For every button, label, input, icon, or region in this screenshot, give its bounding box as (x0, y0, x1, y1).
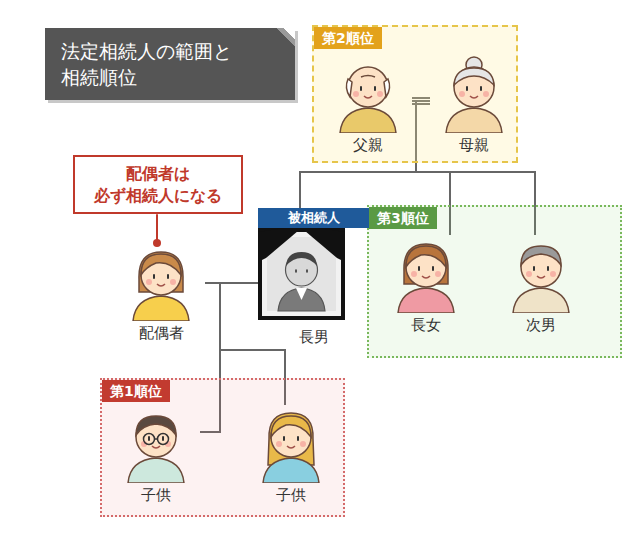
person-figure (256, 405, 326, 483)
person-node: 母親 (430, 55, 518, 155)
person-label: 父親 (324, 135, 412, 155)
order-tab: 第3順位 (369, 207, 437, 229)
order-tab: 第1順位 (102, 380, 170, 402)
person-label: 長女 (382, 315, 470, 335)
title-banner: 法定相続人の範囲と 相続順位 (45, 28, 295, 100)
person-label: 配偶者 (117, 323, 205, 343)
person-node: 子供 (112, 405, 200, 505)
person-figure (391, 235, 461, 313)
person-figure (439, 55, 509, 133)
person-node: 次男 (497, 235, 585, 335)
order-group: 第3順位長女 次男 (367, 205, 622, 358)
person-label: 次男 (497, 315, 585, 335)
deceased-tab: 被相続人 (258, 208, 369, 228)
person-figure (121, 405, 191, 483)
person-node: 配偶者 (117, 243, 205, 343)
callout-box: 配偶者は 必ず相続人になる (73, 155, 243, 214)
person-node: 子供 (247, 405, 335, 505)
person-label: 子供 (112, 485, 200, 505)
order-tab: 第2順位 (314, 27, 382, 49)
person-label: 長男 (258, 327, 369, 347)
order-group: 第1順位子供 子供 (100, 378, 345, 517)
person-figure (506, 235, 576, 313)
order-group: 第2順位父親母親 (312, 25, 518, 163)
deceased-node: 被相続人長男 (258, 208, 369, 347)
family-line (153, 214, 161, 247)
person-figure (126, 243, 196, 321)
person-label: 母親 (430, 135, 518, 155)
person-label: 子供 (247, 485, 335, 505)
person-node: 父親 (324, 55, 412, 155)
callout-text: 配偶者は 必ず相続人になる (83, 163, 233, 206)
person-node: 長女 (382, 235, 470, 335)
portrait-frame (258, 228, 345, 320)
person-figure (333, 55, 403, 133)
